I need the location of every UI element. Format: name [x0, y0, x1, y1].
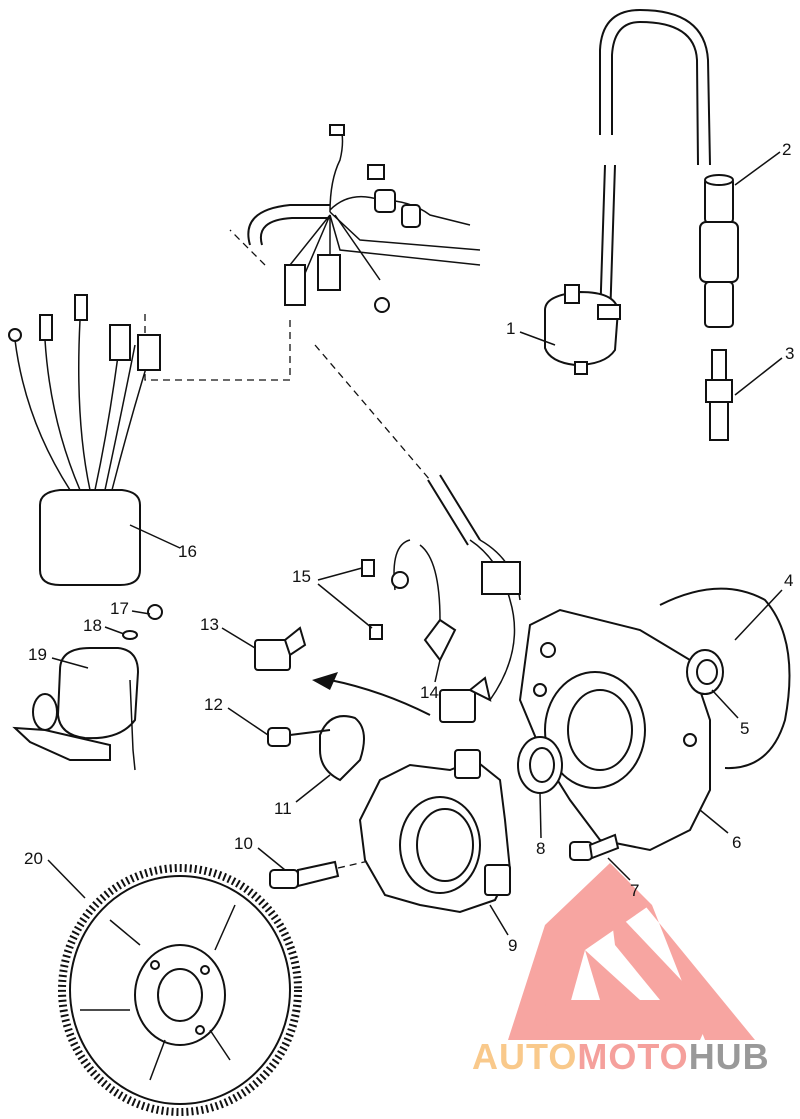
watermark-moto: MOTO	[577, 1036, 689, 1077]
o-ring	[659, 587, 791, 770]
callout-14: 14	[420, 683, 439, 702]
watermark-text: AUTOMOTOHUB	[472, 1036, 770, 1078]
watermark-logo	[508, 863, 755, 1040]
ignition-coil	[544, 284, 621, 375]
callout-20: 20	[24, 849, 43, 868]
cdi-module	[8, 294, 161, 586]
callout-4: 4	[784, 571, 794, 590]
arrow	[312, 672, 431, 716]
callout-9: 9	[508, 936, 518, 955]
callout-3: 3	[785, 344, 795, 363]
spark-plug-wire	[599, 8, 711, 321]
spark-plug-cap	[699, 174, 739, 328]
callout-6: 6	[732, 833, 742, 852]
callout-12: 12	[204, 695, 223, 714]
callout-17: 17	[110, 599, 129, 618]
callout-16: 16	[178, 542, 197, 561]
callout-7: 7	[630, 881, 640, 900]
callout-18: 18	[83, 616, 102, 635]
bolt	[569, 833, 620, 861]
callout-10: 10	[234, 834, 253, 853]
stator	[358, 749, 512, 914]
oil-seal	[517, 649, 724, 794]
callout-2: 2	[782, 140, 792, 159]
watermark-auto: AUTO	[472, 1036, 578, 1077]
starter-solenoid	[12, 604, 163, 771]
wiring-harness	[144, 124, 521, 701]
pulse-coil	[254, 539, 492, 723]
callout-19: 19	[28, 645, 47, 664]
watermark-hub: HUB	[688, 1036, 770, 1077]
callout-11: 11	[274, 799, 292, 818]
callout-13: 13	[200, 615, 219, 634]
callout-1: 1	[506, 319, 516, 338]
callout-15: 15	[292, 567, 311, 586]
spark-plug	[705, 349, 733, 441]
stator-plate	[518, 608, 711, 852]
callout-8: 8	[536, 839, 546, 858]
flywheel	[58, 864, 302, 1116]
callout-5: 5	[740, 719, 750, 738]
leader-lines	[47, 151, 783, 936]
